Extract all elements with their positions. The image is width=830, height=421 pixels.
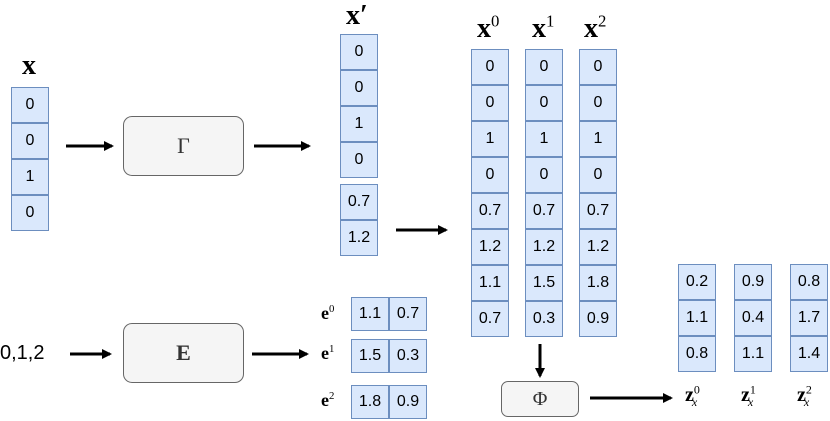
vector-x0-cell: 0 <box>471 49 509 85</box>
vector-e0-cell: 0.7 <box>389 297 427 331</box>
gamma-box: Γ <box>123 116 244 176</box>
vector-z2-cell: 0.8 <box>790 264 828 300</box>
label-x1: x1 <box>532 11 555 44</box>
vector-e0-cell: 1.1 <box>351 297 389 331</box>
vector-x1-cell: 1.5 <box>525 265 563 301</box>
vector-x1-cell: 0 <box>525 49 563 85</box>
vector-z1-cell: 0.9 <box>734 264 772 300</box>
label-e2: e2 <box>321 390 335 410</box>
vector-x-prime-cell: 0 <box>340 142 378 178</box>
vector-x-cell: 0 <box>11 87 49 123</box>
vector-x2-cell: 1.8 <box>579 265 617 301</box>
vector-z0-cell: 0.8 <box>678 336 716 372</box>
label-x: x <box>22 50 36 81</box>
vector-x2-cell: 0 <box>579 157 617 193</box>
vector-z1-cell: 0.4 <box>734 300 772 336</box>
label-z0: z0x <box>685 382 700 409</box>
vector-x-cell: 1 <box>11 159 49 195</box>
vector-x1-cell: 0.7 <box>525 193 563 229</box>
vector-e1-cell: 0.3 <box>389 339 427 373</box>
vector-x1-cell: 1.2 <box>525 229 563 265</box>
vector-x2-cell: 1 <box>579 121 617 157</box>
vector-e2-cell: 0.9 <box>389 385 427 419</box>
vector-x1-cell: 0 <box>525 157 563 193</box>
label-x-prime: x′ <box>346 0 368 31</box>
label-e1: e1 <box>321 343 335 363</box>
vector-x2-cell: 0 <box>579 85 617 121</box>
vector-x-prime-cell: 1 <box>340 106 378 142</box>
vector-x-cell: 0 <box>11 123 49 159</box>
phi-box: Φ <box>501 381 579 417</box>
vector-z2-cell: 1.7 <box>790 300 828 336</box>
vector-x0-cell: 1 <box>471 121 509 157</box>
embed-box: E <box>123 323 244 383</box>
vector-z0-cell: 0.2 <box>678 264 716 300</box>
label-x0: x0 <box>477 11 500 44</box>
vector-e2-cell: 1.8 <box>351 385 389 419</box>
vector-x2-cell: 1.2 <box>579 229 617 265</box>
vector-x0-cell: 0.7 <box>471 301 509 337</box>
vector-x-prime-cell: 0.7 <box>340 184 378 220</box>
input-indices-text: 0,1,2 <box>0 342 45 364</box>
vector-x-cell: 0 <box>11 195 49 231</box>
vector-x-prime-cell: 0 <box>340 70 378 106</box>
vector-x2-cell: 0.7 <box>579 193 617 229</box>
vector-x-prime-cell: 0 <box>340 34 378 70</box>
label-e0: e0 <box>321 303 335 323</box>
vector-z0-cell: 1.1 <box>678 300 716 336</box>
vector-x1-cell: 1 <box>525 121 563 157</box>
vector-z2-cell: 1.4 <box>790 336 828 372</box>
vector-z1-cell: 1.1 <box>734 336 772 372</box>
vector-x2-cell: 0 <box>579 49 617 85</box>
label-x2: x2 <box>584 11 607 44</box>
vector-x0-cell: 0 <box>471 85 509 121</box>
vector-x0-cell: 0 <box>471 157 509 193</box>
vector-x1-cell: 0 <box>525 85 563 121</box>
label-z2: z2x <box>797 382 812 409</box>
vector-e1-cell: 1.5 <box>351 339 389 373</box>
vector-x0-cell: 1.1 <box>471 265 509 301</box>
vector-x1-cell: 0.3 <box>525 301 563 337</box>
vector-x0-cell: 1.2 <box>471 229 509 265</box>
vector-x-prime-cell: 1.2 <box>340 220 378 256</box>
label-z1: z1x <box>741 382 756 409</box>
vector-x0-cell: 0.7 <box>471 193 509 229</box>
vector-x2-cell: 0.9 <box>579 301 617 337</box>
